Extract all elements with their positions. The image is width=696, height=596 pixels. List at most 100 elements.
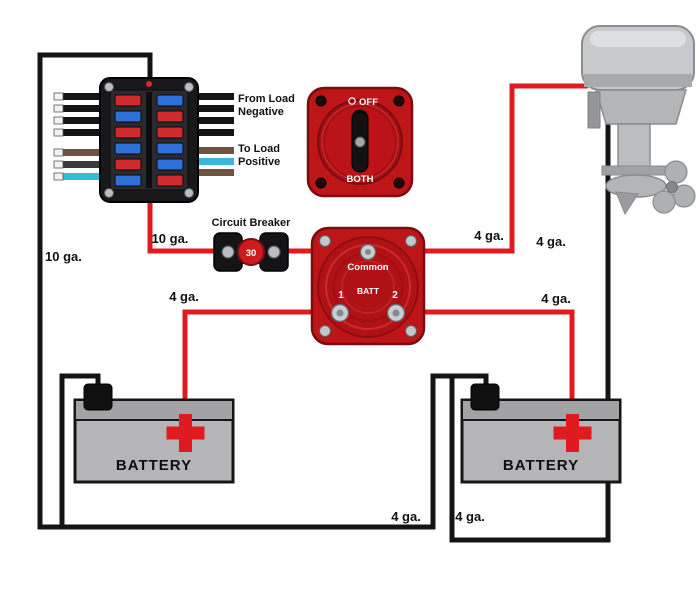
battery-lid	[74, 399, 234, 421]
load-wire	[54, 129, 102, 136]
corner-screw	[184, 82, 194, 92]
corner-screw	[104, 82, 114, 92]
motor-midsection	[594, 89, 688, 125]
fuse-left-wires	[53, 92, 102, 181]
load-wire	[54, 173, 102, 180]
load-wire	[196, 129, 234, 136]
motor-skeg	[615, 191, 639, 216]
wire-positive-battery2	[396, 309, 575, 422]
battery-lid	[461, 399, 621, 421]
breaker-terminal	[221, 245, 235, 259]
negative-terminal	[83, 383, 113, 411]
gauge-label-battery2-positive: 4 ga.	[541, 291, 571, 306]
breaker-rating: 30	[246, 248, 257, 259]
fuse-slot	[156, 126, 184, 139]
fuse-slot	[114, 174, 142, 187]
battery-label: BATTERY	[503, 457, 579, 474]
gauge-label-left-vertical: 10 ga.	[45, 249, 82, 264]
positive-terminal	[166, 414, 205, 452]
load-wire	[196, 117, 234, 124]
gauge-label-motor-negative: 4 ga.	[536, 234, 566, 249]
corner-screw	[393, 177, 405, 189]
from-load-label-line2: Negative	[238, 106, 284, 118]
fuse-panel-divider	[146, 92, 152, 188]
fuse-slot	[114, 142, 142, 155]
negative-terminal	[470, 383, 500, 411]
selector-batt-label: BATT	[357, 286, 380, 296]
from-load-label-line1: From Load	[238, 93, 295, 105]
load-wire	[54, 105, 102, 112]
selector-post2-label: 2	[392, 290, 398, 301]
selector-common-label: Common	[347, 262, 388, 273]
fuse-slot	[114, 126, 142, 139]
selector-post1-label: 1	[338, 290, 344, 301]
wire-positive-feed	[147, 192, 368, 254]
corner-screw	[315, 95, 327, 107]
corner-screw	[319, 235, 331, 247]
switch-lever	[351, 109, 369, 173]
circuit-breaker-label: Circuit Breaker	[212, 217, 292, 229]
load-wire	[196, 158, 234, 165]
fuse-slot	[114, 158, 142, 171]
wire-tip	[53, 92, 64, 101]
gauge-label-battery1-positive: 4 ga.	[169, 289, 199, 304]
corner-screw	[319, 325, 331, 337]
load-wire	[54, 93, 102, 100]
corner-screw	[405, 235, 417, 247]
wires	[37, 52, 611, 543]
wire-positive-battery1	[182, 309, 340, 422]
wire-tip	[53, 116, 64, 125]
gauge-label-bottom-right: 4 ga.	[455, 509, 485, 524]
fuse-slot	[114, 94, 142, 107]
labels: Circuit Breaker From Load Negative To Lo…	[45, 93, 571, 524]
battery-1: BATTERY	[73, 383, 235, 484]
wire-negative-house	[37, 52, 489, 530]
battery2-post-screw	[392, 309, 400, 317]
power-led-icon	[146, 81, 152, 87]
fuse-grid	[114, 94, 184, 187]
gauge-label-bottom-left: 4 ga.	[391, 509, 421, 524]
to-load-label-line2: Positive	[238, 156, 280, 168]
load-wire	[54, 149, 102, 156]
battery-label: BATTERY	[116, 457, 192, 474]
off-indicator-icon	[348, 97, 356, 105]
switch-off-label: OFF	[359, 97, 378, 108]
corner-screw	[315, 177, 327, 189]
load-wire	[196, 147, 234, 154]
load-wire	[196, 169, 234, 176]
corner-screw	[393, 95, 405, 107]
wire-tip	[53, 128, 64, 137]
corner-screw	[405, 325, 417, 337]
load-wire	[54, 117, 102, 124]
common-post-screw	[365, 249, 371, 255]
wire-negative-motor	[449, 118, 611, 543]
breaker-reset-button	[237, 238, 265, 266]
battery-2: BATTERY	[460, 383, 622, 484]
wire-tip	[53, 172, 64, 181]
outboard-motor	[581, 25, 696, 216]
breaker-terminal	[267, 245, 281, 259]
fuse-slot	[156, 158, 184, 171]
gauge-label-motor-positive: 4 ga.	[474, 228, 504, 243]
selector-switch: Common BATT 1 2	[310, 226, 426, 346]
load-wire	[196, 105, 234, 112]
load-wire	[54, 161, 102, 168]
corner-screw	[184, 188, 194, 198]
switch-both-label: BOTH	[347, 174, 374, 185]
fuse-slot	[156, 174, 184, 187]
corner-screw	[104, 188, 114, 198]
wire-tip	[53, 160, 64, 169]
fuse-right-wires	[196, 93, 234, 176]
switch-dial-ring	[321, 103, 399, 181]
selector-ring	[341, 260, 395, 314]
wire-positive-motor	[368, 83, 588, 254]
lever-screw	[354, 136, 366, 148]
circuit-breaker: 30	[213, 232, 289, 272]
fuse-slot	[156, 110, 184, 123]
propeller	[652, 160, 696, 214]
propeller-hub	[666, 181, 678, 193]
positive-terminal	[553, 414, 592, 452]
fuse-slot	[156, 94, 184, 107]
